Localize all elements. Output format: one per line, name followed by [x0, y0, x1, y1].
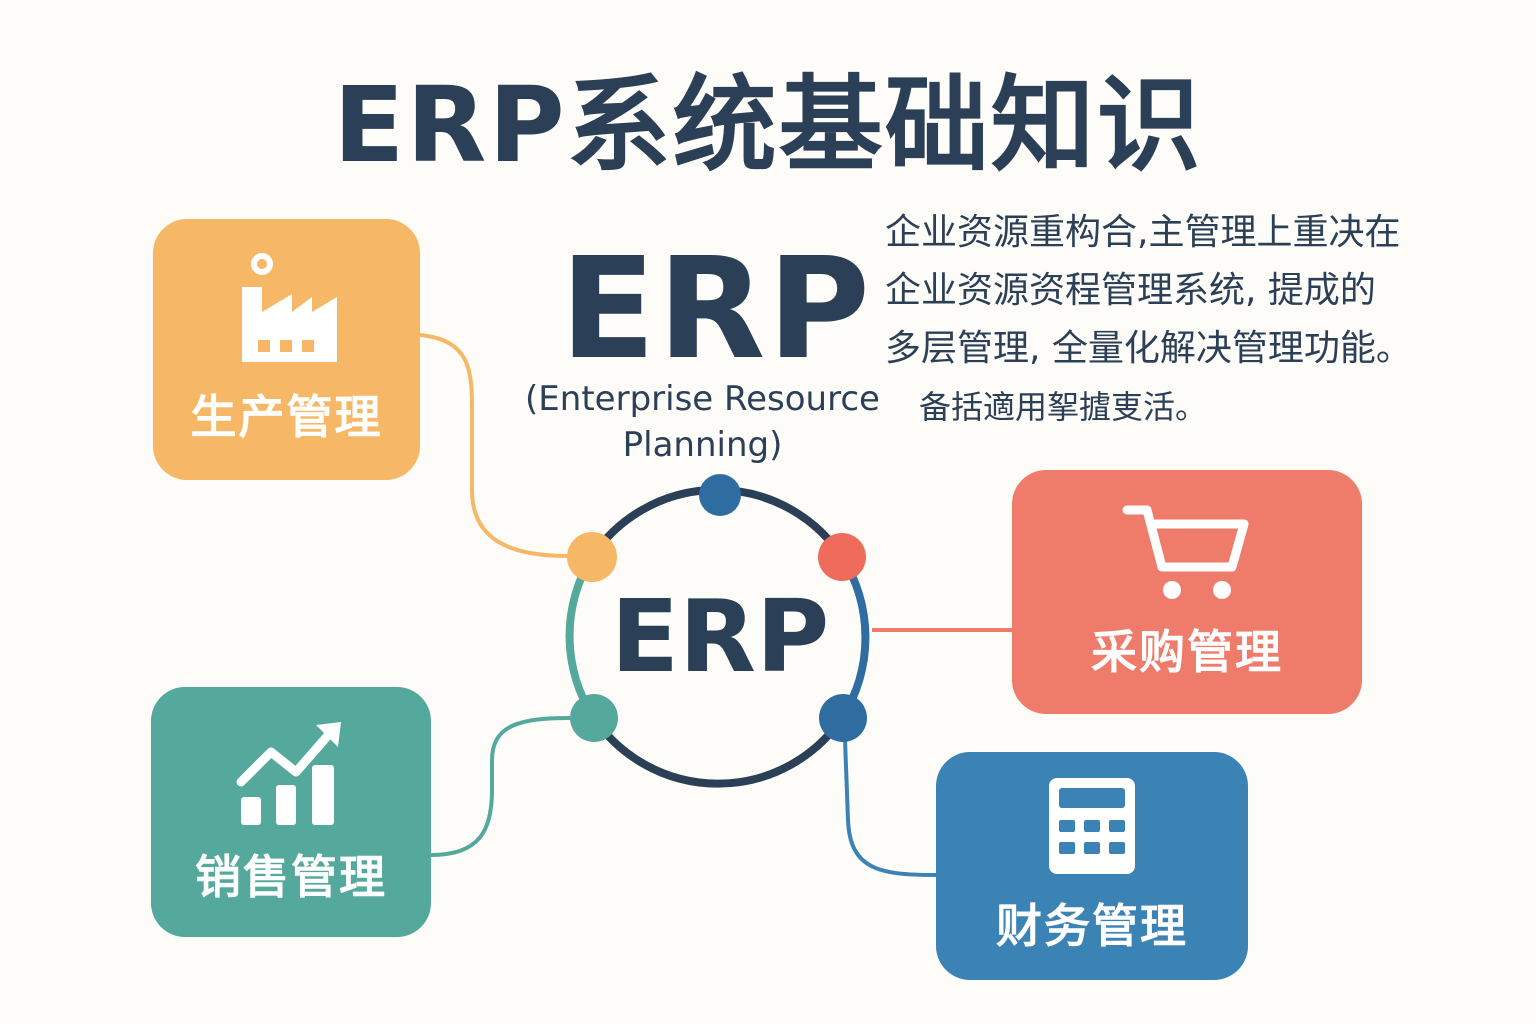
connector-finance: [843, 739, 937, 877]
module-finance[interactable]: 财务管理: [936, 752, 1248, 980]
module-label: 采购管理: [1091, 625, 1283, 679]
connector-production: [419, 333, 569, 558]
calculator-icon: [1049, 778, 1135, 874]
module-label: 生产管理: [190, 390, 383, 444]
ring-arc-right: [838, 554, 870, 721]
module-sales[interactable]: 销售管理: [151, 687, 431, 937]
connector-sales: [430, 716, 571, 857]
node-top: [699, 474, 741, 516]
node-finance: [819, 694, 867, 742]
ring-arc-bottom: [590, 715, 846, 788]
page-title: ERP系统基础知识: [333, 64, 1203, 186]
description-line: 企业资源资程管理系统, 提成的: [885, 270, 1376, 311]
node-sales: [570, 694, 618, 742]
erp-heading: ERP: [560, 228, 873, 391]
node-production: [567, 532, 617, 582]
module-label: 财务管理: [996, 899, 1188, 953]
description-line: 多层管理, 全量化解决管理功能。: [885, 328, 1412, 369]
center-erp-label: ERP: [610, 578, 830, 695]
module-label: 销售管理: [195, 850, 387, 904]
description-line: 企业资源重构合,主管理上重决在: [885, 212, 1401, 253]
description-line: 备括適用挐摣叓活。: [919, 388, 1208, 426]
module-production[interactable]: 生产管理: [153, 219, 420, 480]
erp-description: 企业资源重构合,主管理上重决在 企业资源资程管理系统, 提成的 多层管理, 全量…: [885, 204, 1412, 436]
growth-chart-icon: [236, 722, 341, 825]
module-purchasing[interactable]: 采购管理: [1012, 470, 1362, 714]
shopping-cart-icon: [1122, 505, 1249, 599]
node-purchasing: [818, 533, 866, 581]
erp-fullname: (Enterprise Resource Planning): [525, 379, 880, 465]
factory-icon: [241, 253, 337, 362]
